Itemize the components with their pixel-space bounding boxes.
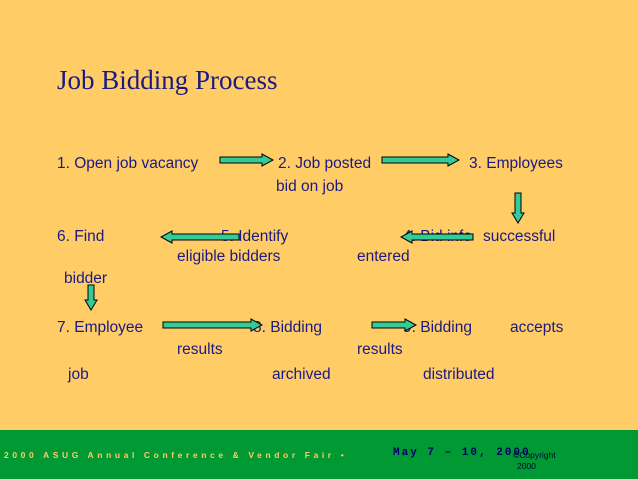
step-9-label: 9. Bidding	[403, 319, 472, 336]
footer-dates: May 7 – 10, 2000	[393, 447, 531, 459]
step-5-label: 5. Identify	[221, 228, 289, 245]
footer-band	[0, 430, 638, 479]
down-arrow-icon	[84, 284, 98, 311]
right-arrow-icon	[371, 318, 418, 332]
step-8-results: results	[177, 341, 223, 358]
step-4-entered: entered	[357, 248, 410, 265]
step-5-detail: eligible bidders	[177, 248, 281, 265]
footer-conference-text: 2000 ASUG Annual Conference & Vendor Fai…	[4, 450, 348, 460]
right-arrow-icon	[219, 153, 275, 167]
down-arrow-icon	[511, 192, 525, 224]
right-arrow-icon	[381, 153, 461, 167]
footer-bullet: •	[340, 450, 348, 460]
step-9-results: results	[357, 341, 403, 358]
left-arrow-icon	[159, 230, 240, 244]
step-6-label: 6. Find	[57, 228, 105, 245]
left-arrow-icon	[399, 230, 474, 244]
step-9-distributed: distributed	[423, 366, 495, 383]
step-6-detail: bidder	[64, 270, 108, 287]
step-4-detail: successful	[483, 228, 556, 245]
step-8-label: 8. Bidding	[253, 319, 322, 336]
step-7-detail: accepts	[510, 319, 564, 336]
step-8-archived: archived	[272, 366, 331, 383]
step-2-detail: bid on job	[276, 178, 344, 195]
step-2-label: 2. Job posted	[278, 155, 372, 172]
right-arrow-icon	[162, 318, 264, 332]
step-7-label: 7. Employee	[57, 319, 144, 336]
step-3-label: 3. Employees	[469, 155, 563, 172]
step-7-job: job	[68, 366, 89, 383]
slide-title: Job Bidding Process	[57, 65, 278, 95]
step-1-label: 1. Open job vacancy	[57, 155, 199, 172]
